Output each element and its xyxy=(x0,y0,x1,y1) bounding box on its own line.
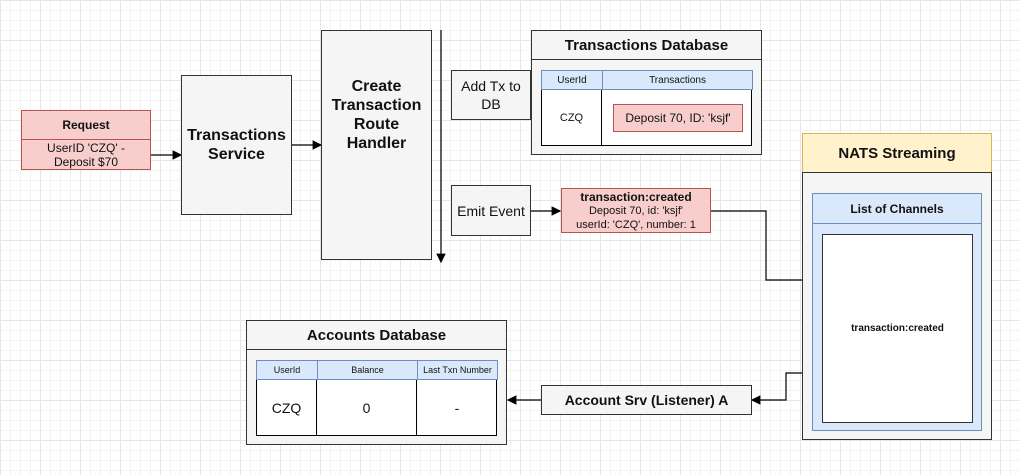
accounts-table: UserId Balance Last Txn Number CZQ 0 - xyxy=(256,360,498,436)
channels-container: List of Channels transaction:created xyxy=(812,193,982,431)
nats-streaming: List of Channels transaction:created xyxy=(802,172,992,440)
cell-balance: 0 xyxy=(317,380,417,435)
event-line-1: Deposit 70, id: 'ksjf' xyxy=(588,205,684,217)
col-header-userid: UserId xyxy=(541,70,603,90)
transactions-db-title: Transactions Database xyxy=(532,31,761,60)
cell-userid: CZQ xyxy=(257,380,317,435)
channel-transaction-created: transaction:created xyxy=(822,234,973,423)
event-title: transaction:created xyxy=(580,190,692,204)
accounts-database: Accounts Database UserId Balance Last Tx… xyxy=(246,320,507,445)
col-header-transactions: Transactions xyxy=(602,70,753,90)
col-header-userid: UserId xyxy=(256,360,318,380)
event-payload: transaction:created Deposit 70, id: 'ksj… xyxy=(561,188,711,233)
add-tx-box: Add Tx to DB xyxy=(451,70,531,120)
nats-title: NATS Streaming xyxy=(802,133,992,173)
col-header-balance: Balance xyxy=(317,360,418,380)
transactions-service: Transactions Service xyxy=(181,75,292,215)
transactions-table: UserId Transactions CZQ Deposit 70, ID: … xyxy=(541,70,753,146)
cell-transaction: Deposit 70, ID: 'ksjf' xyxy=(613,104,743,132)
accounts-db-title: Accounts Database xyxy=(247,321,506,350)
col-header-last-txn: Last Txn Number xyxy=(417,360,498,380)
arrow-event-to-channel xyxy=(711,210,822,285)
channels-title: List of Channels xyxy=(813,194,981,224)
request-body: UserID 'CZQ' - Deposit $70 xyxy=(21,139,151,170)
cell-userid: CZQ xyxy=(542,90,602,145)
transactions-database: Transactions Database UserId Transaction… xyxy=(531,30,762,155)
emit-event-box: Emit Event xyxy=(451,185,531,236)
event-line-2: userId: 'CZQ', number: 1 xyxy=(576,219,696,231)
cell-last-txn: - xyxy=(454,399,460,416)
account-srv-listener: Account Srv (Listener) A xyxy=(541,385,752,415)
request-box: Request UserID 'CZQ' - Deposit $70 xyxy=(21,110,151,170)
request-title: Request xyxy=(21,110,151,140)
route-handler: Create Transaction Route Handler xyxy=(321,30,432,260)
